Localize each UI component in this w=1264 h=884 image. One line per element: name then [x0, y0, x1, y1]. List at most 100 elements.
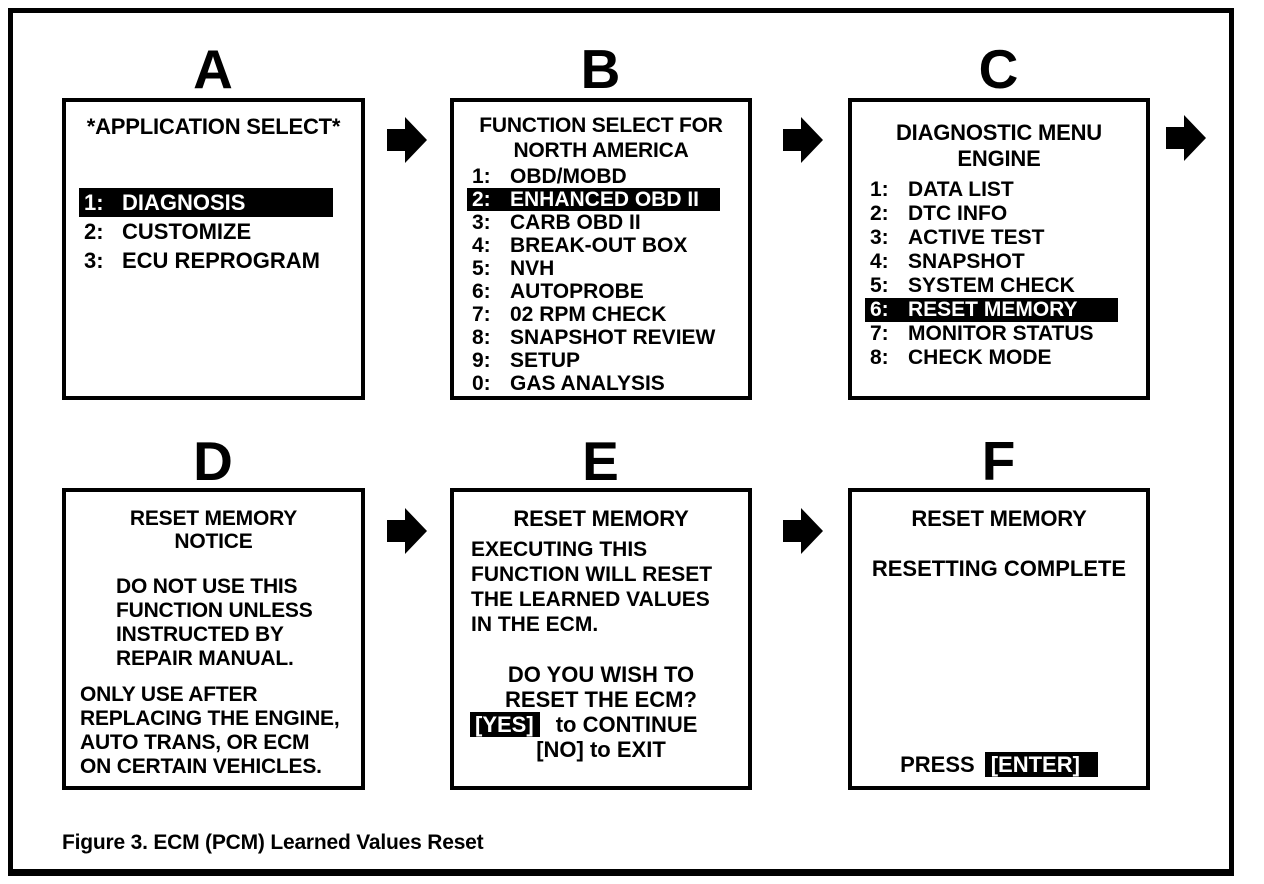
menu-item-label: ECU REPROGRAM — [122, 248, 321, 273]
menu-item-number: 9: — [472, 349, 491, 372]
menu-list: 1: OBD/MOBD 2: ENHANCED OBD II 3:CARB OBD … — [454, 165, 748, 395]
menu-item-label: OBD/MOBD — [510, 165, 627, 188]
notice-line: ON CERTAIN VEHICLES. — [80, 755, 322, 778]
screen-title: *APPLICATION SELECT* — [86, 114, 341, 139]
notice-line: INSTRUCTED BY — [116, 623, 284, 646]
menu-item-number: 4: — [870, 250, 889, 273]
confirm-question-line2: RESET THE ECM? — [505, 687, 697, 712]
panel-label-d: D — [193, 430, 234, 492]
menu-item-check-mode: 8:CHECK MODE — [865, 346, 1118, 370]
menu-item-label: DIAGNOSIS — [122, 190, 246, 215]
yes-action-label: to CONTINUE — [555, 712, 698, 737]
menu-item-number: 2: — [870, 202, 889, 225]
press-enter-line: PRESS [ENTER] — [852, 751, 1146, 778]
screen-title: FUNCTION SELECT FOR NORTH AMERICA — [454, 113, 748, 163]
menu-item-snapshot: 4: SNAPSHOT — [865, 250, 1118, 274]
menu-list: 1:DATA LIST 2:DTC INFO 3:ACTIVE TEST 4:S… — [852, 178, 1146, 370]
screen-title: RESET MEMORY — [911, 506, 1087, 531]
screen-title-line2: NOTICE — [174, 530, 253, 553]
menu-list: 1: DIAGNOSIS 2: CUSTOMIZE 3: ECU REPROGRAM — [66, 188, 361, 275]
screen-diagnostic-menu: DIAGNOSTIC MENU ENGINE 1:DATA LIST 2:DTC… — [848, 98, 1150, 400]
arrow-right-icon — [387, 117, 427, 163]
menu-item-label: NVH — [510, 257, 555, 280]
screen-reset-memory-notice: RESET MEMORY NOTICE DO NOT USE THIS FUNC… — [62, 488, 365, 790]
menu-item-label: SNAPSHOT — [908, 250, 1025, 273]
menu-item-label: CARB OBD II — [510, 211, 641, 234]
arrow-right-icon — [783, 117, 823, 163]
menu-item-label: MONITOR STATUS — [908, 322, 1094, 345]
menu-item-diagnosis: 1: DIAGNOSIS — [79, 188, 333, 217]
menu-item-number: 2: — [84, 219, 104, 244]
menu-item-snapshot-review: 8: SNAPSHOT REVIEW — [467, 326, 720, 349]
menu-item-label: 02 RPM CHECK — [510, 303, 667, 326]
panel-label-b: B — [580, 38, 622, 100]
arrow-right-icon — [783, 508, 823, 554]
notice-line: REPAIR MANUAL. — [116, 647, 294, 670]
menu-item-label: ENHANCED OBD II — [510, 188, 700, 211]
menu-item-label: BREAK-OUT BOX — [510, 234, 688, 257]
menu-item-nvh: 5: NVH — [467, 257, 720, 280]
menu-item-number: 1: — [84, 190, 104, 215]
menu-item-number: 7: — [870, 322, 889, 345]
menu-item-number: 8: — [472, 326, 491, 349]
menu-item-data-list: 1: DATA LIST — [865, 178, 1118, 202]
panel-label-a: A — [193, 38, 234, 100]
notice-line: ONLY USE AFTER — [80, 683, 258, 706]
figure-border — [8, 8, 1234, 876]
menu-item-carb-obd-ii: 3:CARB OBD II — [467, 211, 720, 234]
menu-item-label: SNAPSHOT REVIEW — [510, 326, 716, 349]
screen-function-select: FUNCTION SELECT FOR NORTH AMERICA 1: OBD/… — [450, 98, 752, 400]
screen-title-line1: RESET MEMORY — [129, 507, 298, 530]
menu-item-label: SYSTEM CHECK — [908, 274, 1075, 297]
menu-item-gas-analysis: 0: GAS ANALYSIS — [467, 372, 720, 395]
menu-item-number: 6: — [472, 280, 491, 303]
screen-title-line1: DIAGNOSTIC MENU — [895, 120, 1102, 145]
menu-item-obd-mobd: 1: OBD/MOBD — [467, 165, 720, 188]
panel-label-c: C — [978, 38, 1020, 100]
menu-item-autoprobe: 6:AUTOPROBE — [467, 280, 720, 303]
press-label: PRESS — [900, 752, 975, 777]
menu-item-label: GAS ANALYSIS — [510, 372, 665, 395]
menu-item-number: 1: — [472, 165, 491, 188]
menu-item-02-rpm-check: 7: 02 RPM CHECK — [467, 303, 720, 326]
warning-text: EXECUTING THIS FUNCTION WILL RESET THE L… — [471, 537, 748, 637]
menu-item-customize: 2: CUSTOMIZE — [79, 217, 333, 246]
screen-resetting-complete: RESET MEMORY RESETTING COMPLETE PRESS [EN… — [848, 488, 1150, 790]
notice-line: FUNCTION UNLESS — [116, 599, 313, 622]
screen-title-line2: ENGINE — [957, 146, 1041, 171]
menu-item-number: 6: — [870, 298, 889, 321]
menu-item-number: 2: — [472, 188, 491, 211]
menu-item-label: CUSTOMIZE — [122, 219, 252, 244]
screen-title-line1: FUNCTION SELECT FOR — [479, 114, 723, 137]
menu-item-enhanced-obd-ii: 2: ENHANCED OBD II — [467, 188, 720, 211]
warning-line: FUNCTION WILL RESET — [471, 563, 713, 586]
menu-item-monitor-status: 7: MONITOR STATUS — [865, 322, 1118, 346]
menu-item-label: RESET MEMORY — [908, 298, 1078, 321]
menu-item-label: CHECK MODE — [908, 346, 1052, 369]
arrow-right-icon — [1166, 115, 1206, 161]
enter-key-badge: [ENTER] — [984, 752, 1098, 777]
menu-item-label: SETUP — [510, 349, 581, 372]
confirm-question: DO YOU WISH TO RESET THE ECM? — [454, 662, 748, 712]
menu-item-label: DATA LIST — [908, 178, 1014, 201]
screen-title: DIAGNOSTIC MENU ENGINE — [852, 120, 1146, 172]
screen-application-select: *APPLICATION SELECT* 1: DIAGNOSIS 2: CUSTO… — [62, 98, 365, 400]
menu-item-number: 7: — [472, 303, 491, 326]
menu-item-number: 3: — [84, 248, 104, 273]
menu-item-number: 4: — [472, 234, 491, 257]
figure-caption: Figure 3. ECM (PCM) Learned Values Reset — [62, 831, 484, 854]
notice-line: DO NOT USE THIS — [116, 575, 298, 598]
panel-label-f: F — [981, 430, 1017, 492]
arrow-right-icon — [387, 508, 427, 554]
menu-item-reset-memory: 6: RESET MEMORY — [865, 298, 1118, 322]
notice-line: AUTO TRANS, OR ECM — [80, 731, 310, 754]
warning-line: EXECUTING THIS — [471, 538, 648, 561]
menu-item-number: 5: — [870, 274, 889, 297]
menu-item-number: 5: — [472, 257, 491, 280]
menu-item-number: 0: — [472, 372, 491, 395]
status-text: RESETTING COMPLETE — [871, 556, 1127, 581]
warning-line: THE LEARNED VALUES — [471, 588, 710, 611]
screen-title-line2: NORTH AMERICA — [513, 139, 689, 162]
menu-item-number: 1: — [870, 178, 889, 201]
